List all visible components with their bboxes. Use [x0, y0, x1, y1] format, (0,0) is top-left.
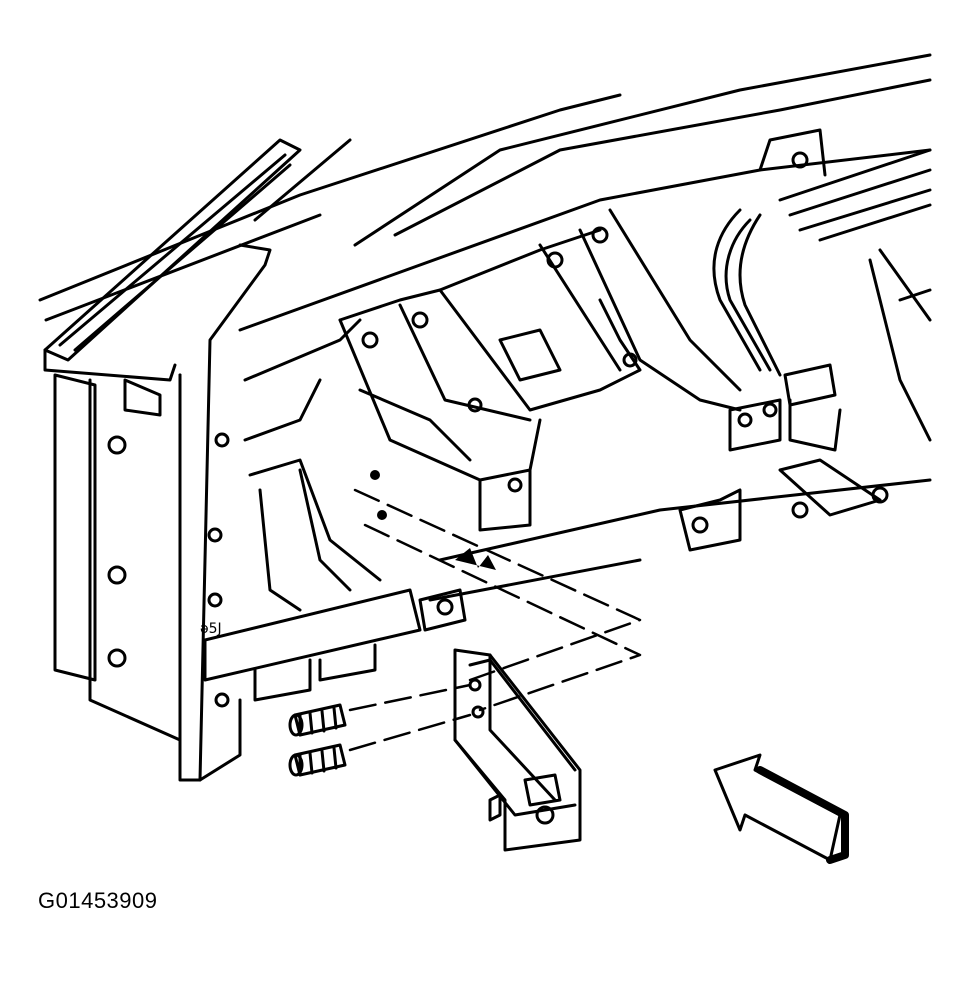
lower-frame: ǝ5J — [200, 458, 467, 702]
bolt-icon — [288, 743, 347, 777]
grille-area — [712, 128, 932, 442]
bolt-icon — [288, 703, 347, 737]
assembly-guide-lines — [348, 488, 642, 752]
radiator-support — [238, 148, 932, 602]
left-pillar — [43, 138, 302, 782]
bolt-icon — [871, 486, 889, 504]
bolt-icon — [411, 311, 429, 329]
bolt-icon — [107, 435, 127, 455]
bolt-icon — [214, 692, 230, 708]
bolt-icon — [691, 516, 709, 534]
bolt-icon — [507, 477, 523, 493]
bolt-icon — [762, 402, 778, 418]
bolt-icon — [207, 527, 223, 543]
bolt-icon — [207, 592, 223, 608]
assembly-pin-markers — [370, 470, 496, 570]
bolt-icon — [791, 151, 809, 169]
bolt-icon — [107, 648, 127, 668]
bolt-icon — [622, 352, 638, 368]
bolt-icon — [591, 226, 609, 244]
figure-code: G01453909 — [38, 888, 158, 913]
arrow-icon — [713, 753, 849, 864]
right-mount-bracket — [678, 363, 889, 552]
bolt-icon — [546, 251, 564, 269]
mounting-bracket — [453, 648, 582, 852]
bolt-icon — [737, 412, 753, 428]
bolt-icon — [791, 501, 809, 519]
bolt-icon — [214, 432, 230, 448]
bolt-icon — [467, 397, 483, 413]
bolt-icon — [436, 598, 454, 616]
bolt-icon — [107, 565, 127, 585]
bolt-icon — [361, 331, 379, 349]
hood-edge-lines — [38, 53, 932, 322]
frame-stamp: ǝ5J — [200, 621, 222, 637]
